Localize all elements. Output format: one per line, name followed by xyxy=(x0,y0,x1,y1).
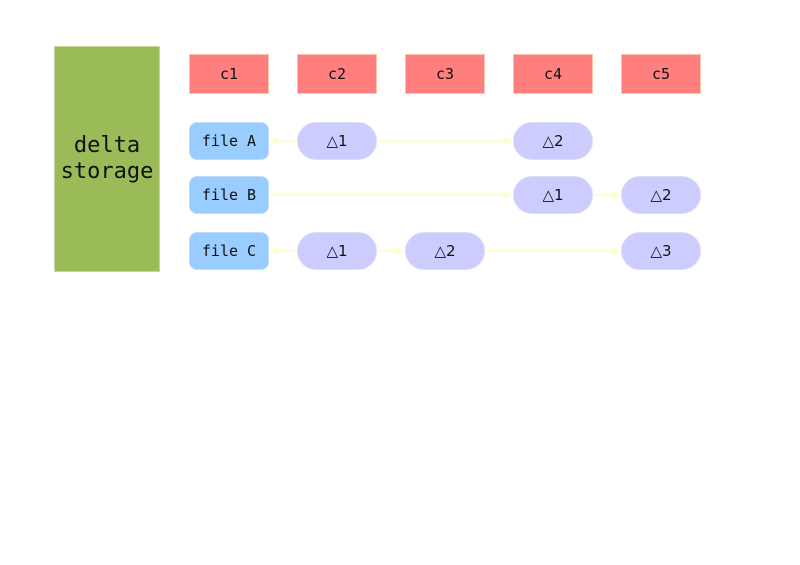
diagram-title: delta storage xyxy=(54,46,160,272)
file-b: file B xyxy=(189,176,269,214)
commit-c2: c2 xyxy=(297,54,377,94)
file-c-delta-3: △3 xyxy=(621,232,701,270)
commit-c1: c1 xyxy=(189,54,269,94)
file-c-delta-2: △2 xyxy=(405,232,485,270)
file-a-delta-1: △1 xyxy=(297,122,377,160)
commit-c4: c4 xyxy=(513,54,593,94)
file-c: file C xyxy=(189,232,269,270)
file-a-delta-2: △2 xyxy=(513,122,593,160)
file-a: file A xyxy=(189,122,269,160)
file-c-delta-1: △1 xyxy=(297,232,377,270)
commit-c3: c3 xyxy=(405,54,485,94)
file-b-delta-2: △2 xyxy=(621,176,701,214)
file-b-delta-1: △1 xyxy=(513,176,593,214)
commit-c5: c5 xyxy=(621,54,701,94)
